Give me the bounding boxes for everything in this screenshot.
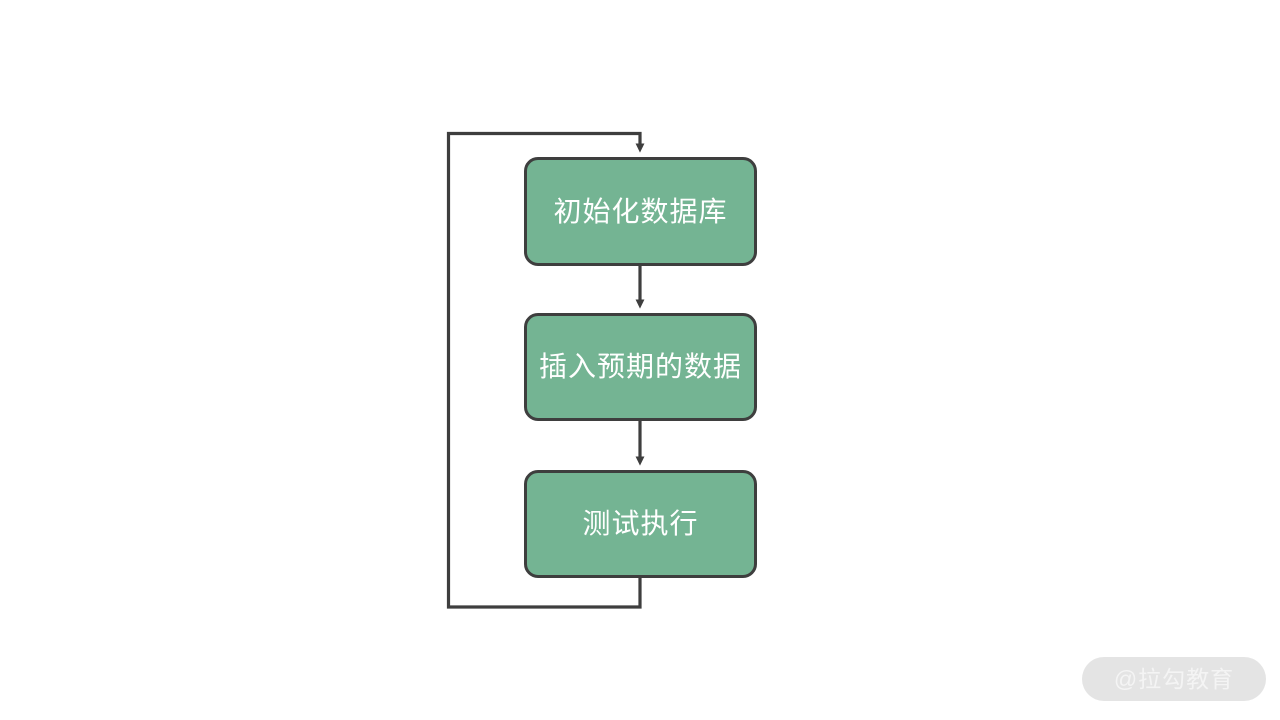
flow-node-exec-label: 测试执行 — [582, 508, 699, 539]
flow-node-init-label: 初始化数据库 — [553, 195, 728, 227]
edge-exec-to-init — [446, 131, 645, 609]
flow-node-exec[interactable]: 测试执行 — [524, 470, 757, 578]
watermark-badge: @拉勾教育 — [1082, 657, 1266, 701]
flow-node-insert-label: 插入预期的数据 — [538, 351, 742, 382]
flow-node-init[interactable]: 初始化数据库 — [524, 157, 757, 266]
flow-node-insert[interactable]: 插入预期的数据 — [524, 313, 757, 421]
watermark-text: @拉勾教育 — [1113, 665, 1235, 692]
